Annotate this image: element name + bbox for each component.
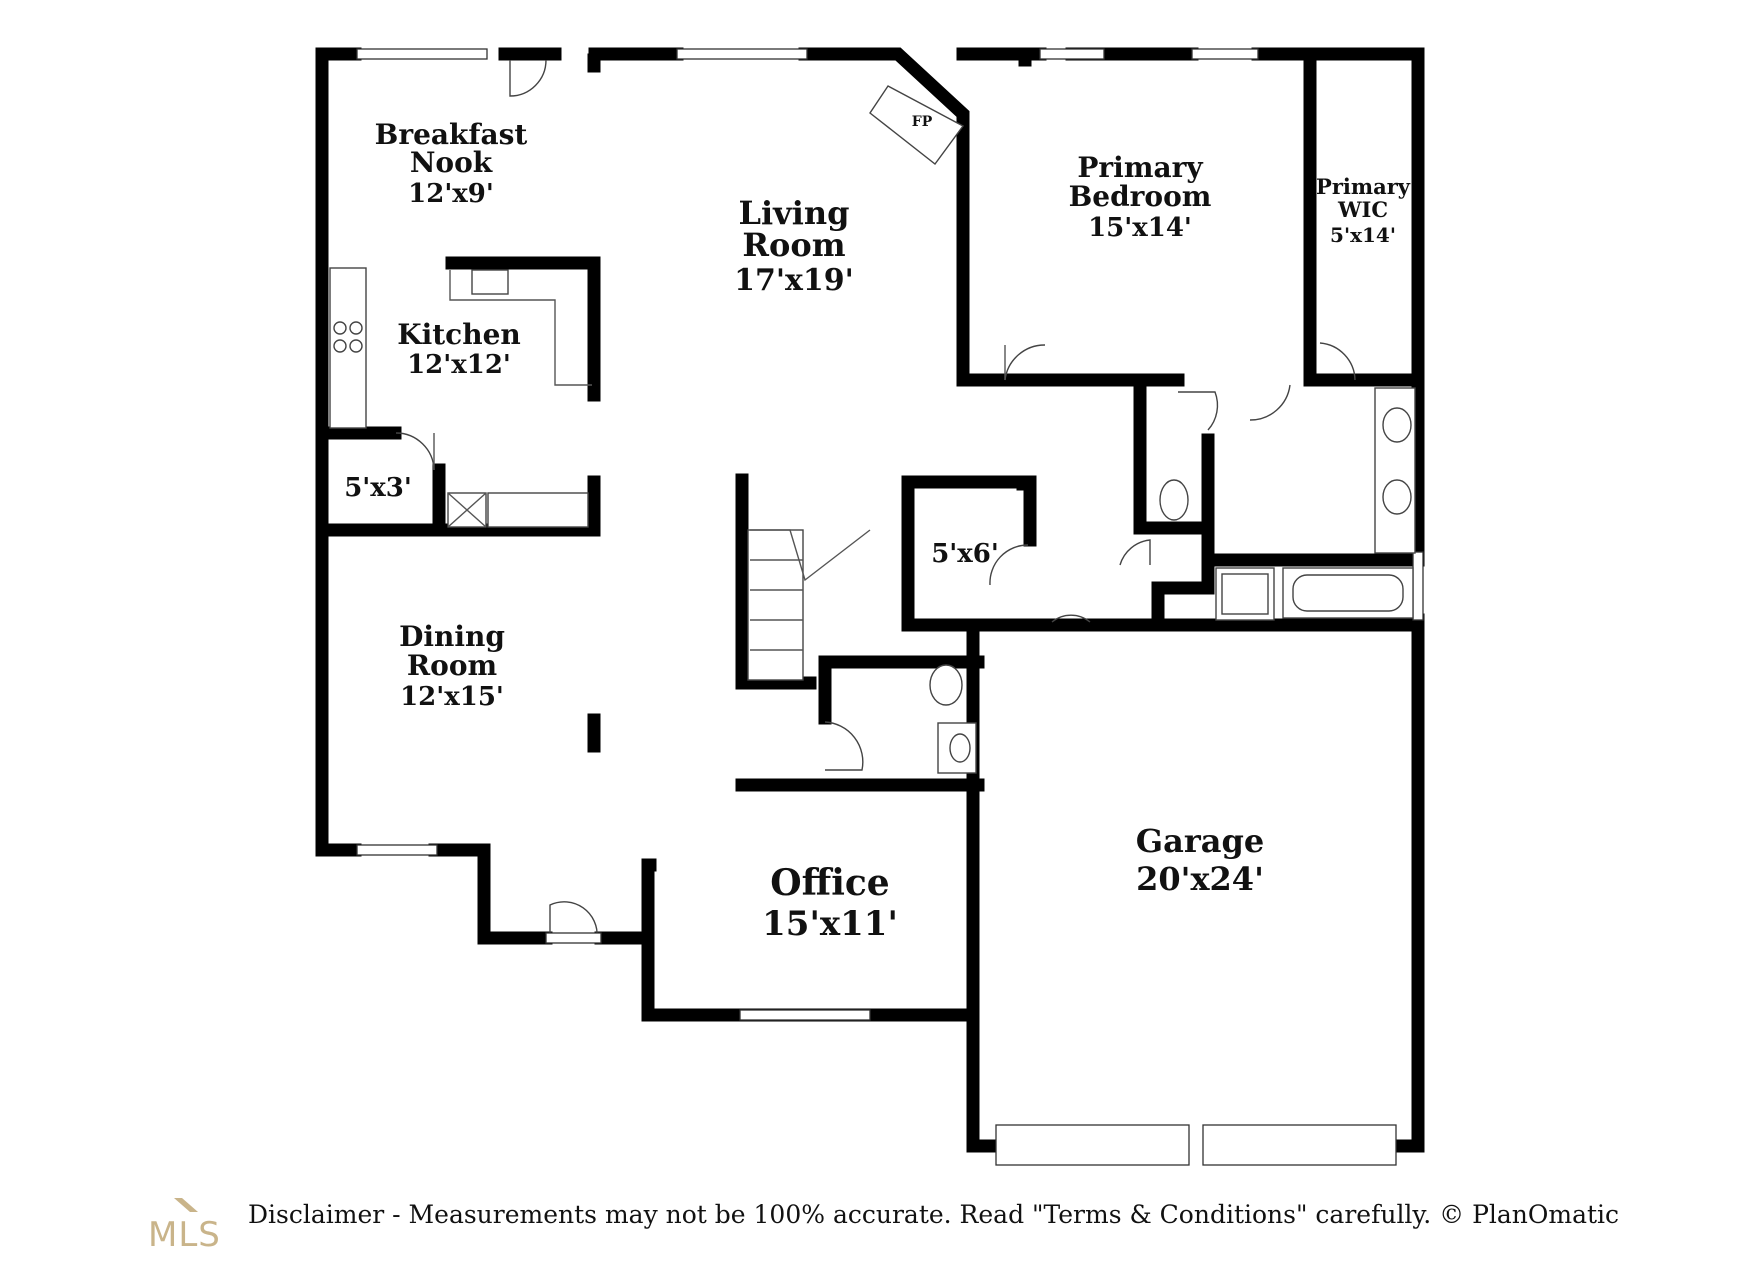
mls-logo-icon	[174, 1198, 198, 1212]
pantry-size: 5'x3'	[344, 473, 412, 503]
breakfast-nook-label-2: Nook	[410, 146, 493, 179]
closet-size: 5'x6'	[931, 539, 999, 569]
kitchen-label: Kitchen	[397, 318, 520, 351]
dining-room-label-2: Room	[407, 649, 497, 682]
dining-room-label: Dining	[399, 620, 505, 653]
fixtures	[329, 85, 1416, 774]
primary-wic-label: Primary	[1316, 174, 1411, 199]
dining-room-size: 12'x15'	[400, 682, 504, 712]
walls	[315, 47, 1425, 1153]
breakfast-nook-size: 12'x9'	[408, 179, 494, 209]
mls-logo-text: MLS	[148, 1215, 221, 1255]
primary-bedroom-label: Primary	[1077, 151, 1203, 184]
windows	[356, 48, 1424, 1166]
primary-wic-label-2: WIC	[1337, 197, 1388, 222]
doors	[395, 59, 1356, 944]
living-room-label-2: Room	[742, 226, 845, 264]
primary-wic-size: 5'x14'	[1330, 223, 1396, 247]
room-labels: Breakfast Nook 12'x9' Kitchen 12'x12' 5'…	[344, 114, 1411, 944]
breakfast-nook-label: Breakfast	[375, 118, 528, 151]
disclaimer-text: Disclaimer - Measurements may not be 100…	[248, 1200, 1620, 1229]
garage-size: 20'x24'	[1136, 860, 1264, 898]
living-room-label: Living	[738, 194, 849, 232]
office-label: Office	[770, 862, 889, 904]
kitchen-size: 12'x12'	[407, 350, 511, 380]
living-room-size: 17'x19'	[734, 263, 854, 298]
fireplace-label: FP	[912, 114, 933, 130]
primary-bedroom-label-2: Bedroom	[1069, 180, 1212, 213]
garage-label: Garage	[1136, 822, 1264, 860]
office-size: 15'x11'	[762, 904, 898, 944]
primary-bedroom-size: 15'x14'	[1088, 213, 1192, 243]
